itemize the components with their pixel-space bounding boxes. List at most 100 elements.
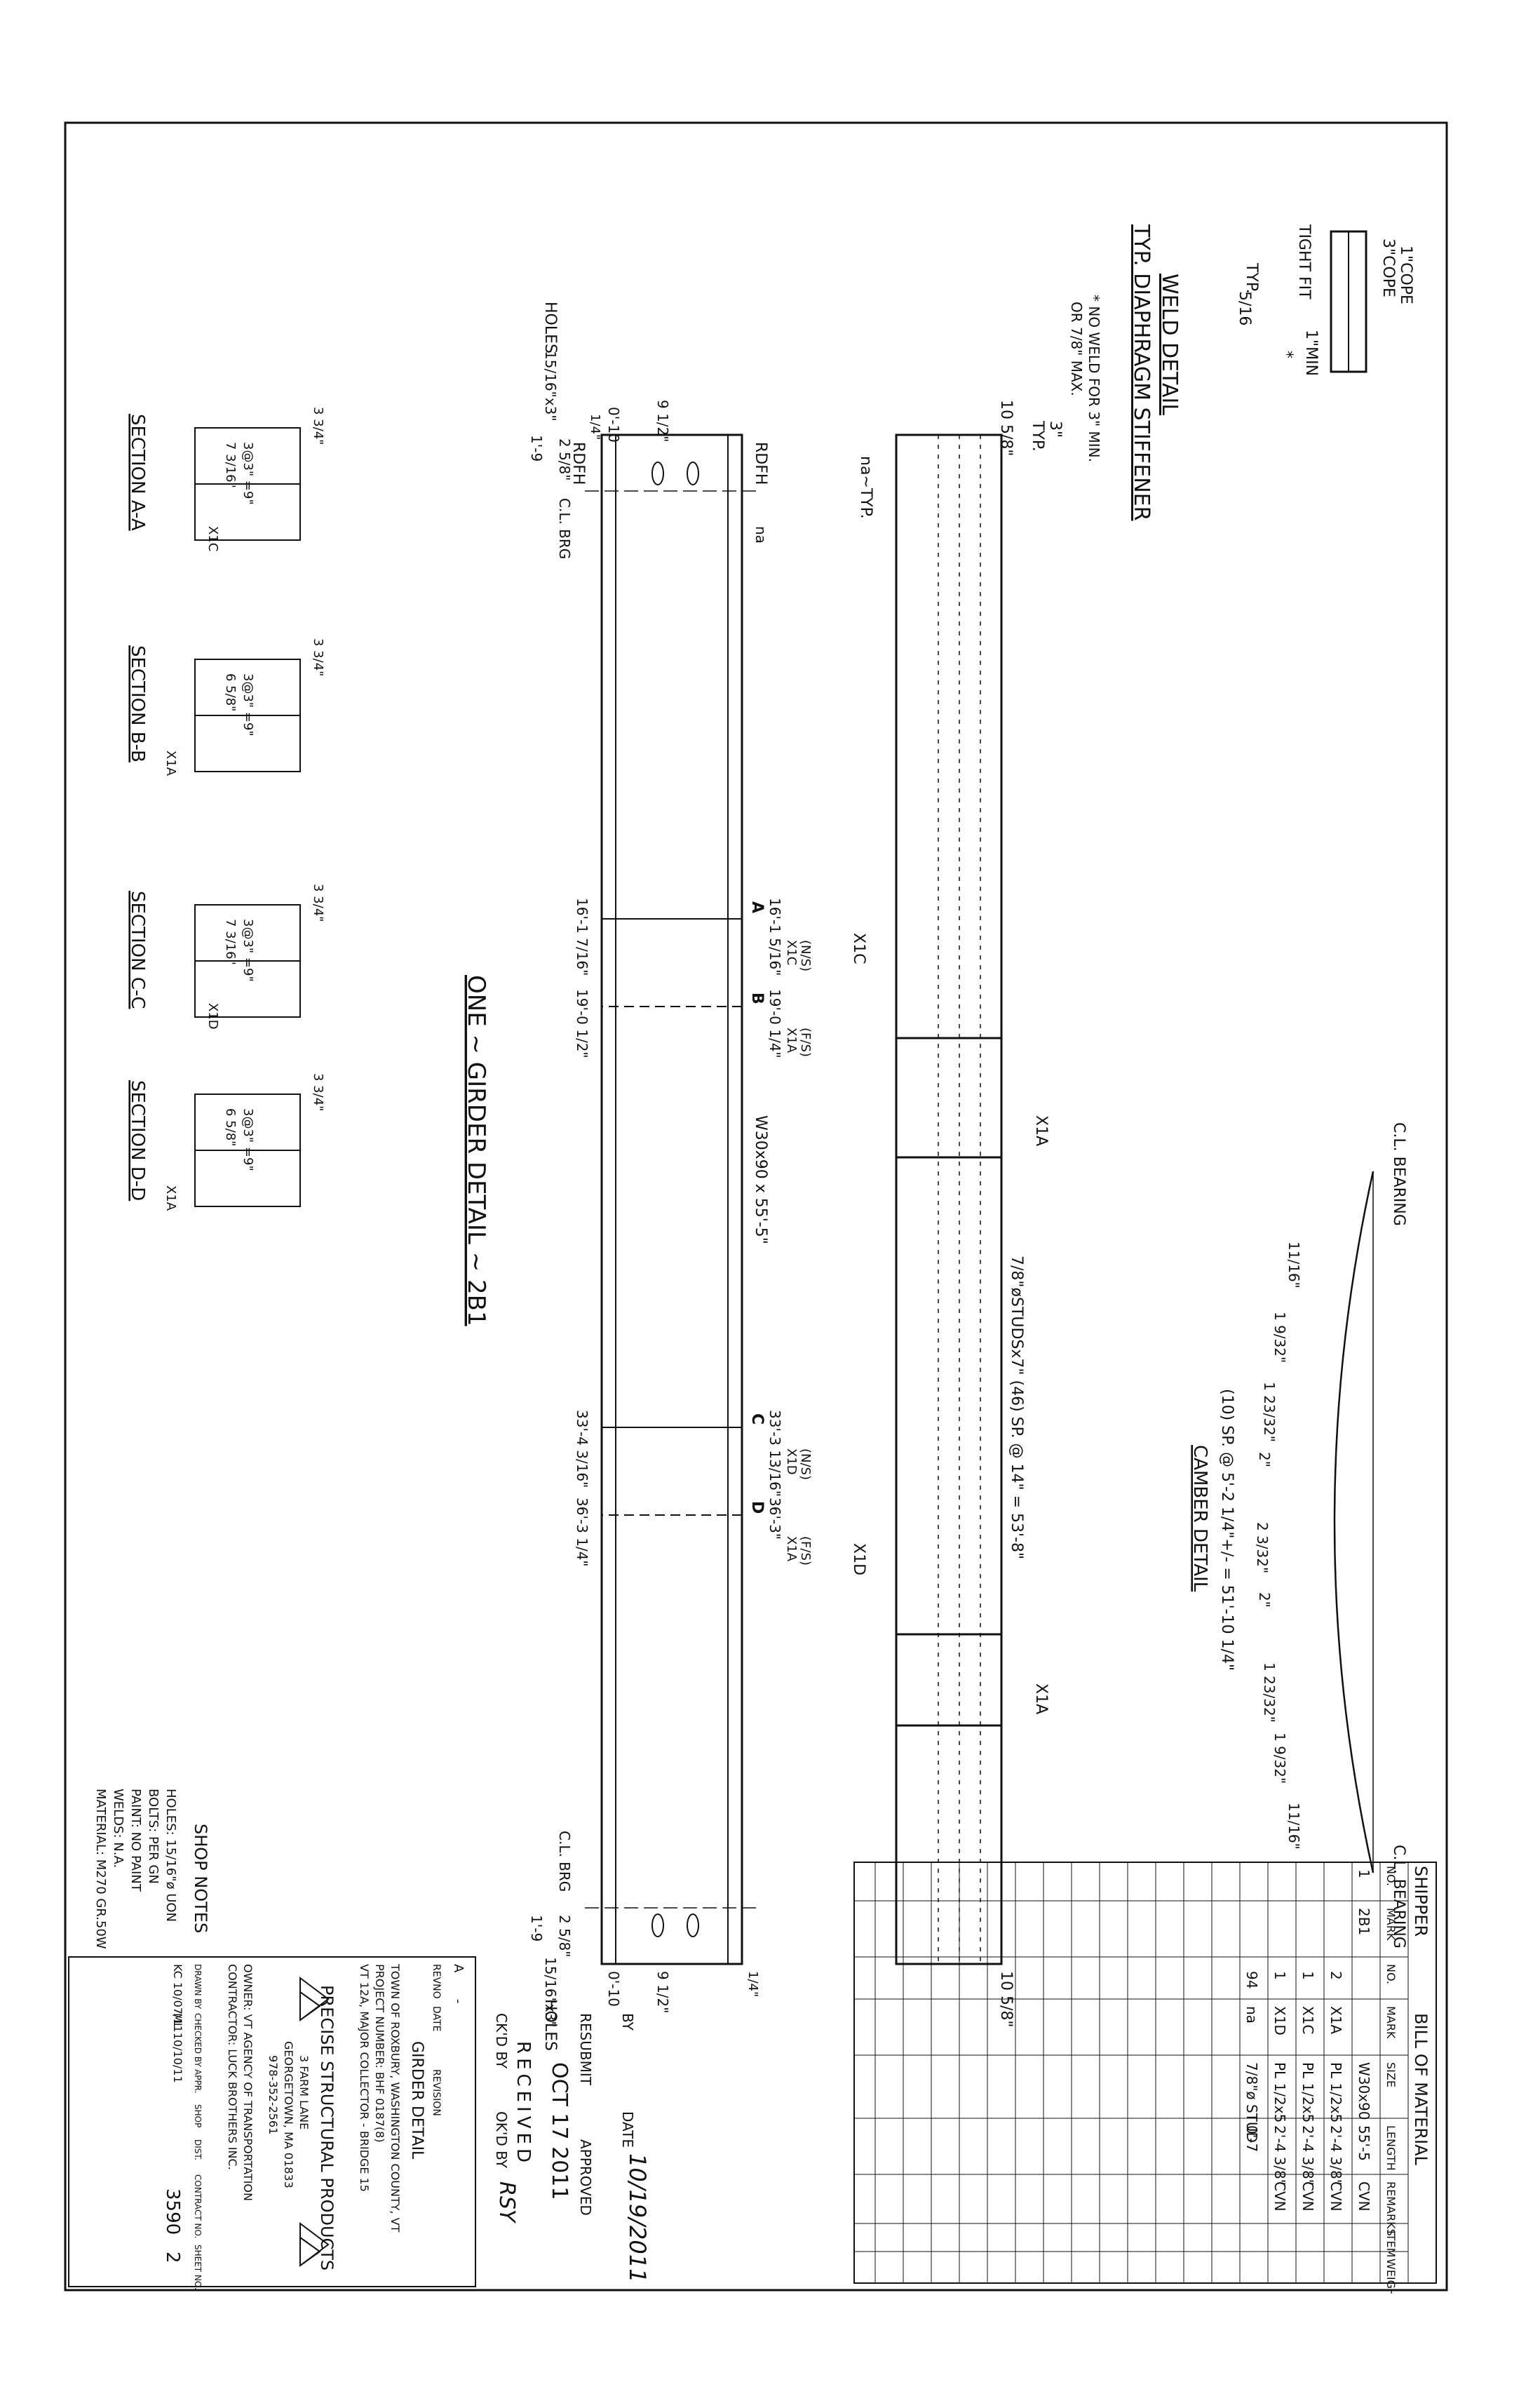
weld-fillet: 5/16 xyxy=(1236,291,1253,325)
section-c-depth: 3 3/4" xyxy=(311,884,325,922)
stud-elevation-outline xyxy=(895,433,1003,1965)
section-b: 3 3/4" 3@3" =9" 6 5/8" X1A SECTION B-B xyxy=(127,638,325,776)
girder-title: ONE ~ GIRDER DETAIL ~ 2B1 xyxy=(462,975,490,1326)
shop-note-2: BOLTS: PER GN xyxy=(146,1789,161,1884)
bill-of-material: SHIPPER BILL OF MATERIAL NO. MARK NO. MA… xyxy=(853,1862,1437,2294)
stud-label-x1a-2: X1A xyxy=(1032,1683,1050,1714)
girder-hole-right-2 xyxy=(687,1913,699,1937)
girder-holes-right: HOLES xyxy=(541,1999,559,2051)
shop-note-1: HOLES: 15/16"ø UON xyxy=(163,1789,178,1922)
foot-h-dist: DIST. xyxy=(193,2139,203,2160)
section-d-spacing: 3@3" =9" xyxy=(241,1108,255,1171)
bom-r2-remarks: CVN xyxy=(1299,2181,1316,2212)
stiffener-d-side: (F/S) xyxy=(798,1536,813,1566)
rev-dash: - xyxy=(451,1999,466,2004)
stiffener-a-bot: 16'-1 7/16" xyxy=(574,898,590,976)
bom-r2-mark: X1C xyxy=(1299,2006,1316,2034)
stiffener-a-callouts: A 16'-1 5/16" 16'-1 7/16" X1C (N/S) xyxy=(574,898,813,976)
bom-r2-length: 2'-4 3/8" xyxy=(1299,2125,1316,2186)
project: PROJECT NUMBER: BHF 0187(8) xyxy=(373,1964,386,2143)
section-b-spacing: 3@3" =9" xyxy=(241,673,255,736)
girder-dim-1-9-left: 1'-9 xyxy=(528,435,545,462)
stud-label-x1a-1: X1A xyxy=(1032,1115,1050,1146)
shop-note-5: MATERIAL: M270 GR.50W xyxy=(93,1789,108,1949)
stiffener-b-piece: X1A xyxy=(784,1028,799,1054)
stamp-ckd-by: CK'D BY xyxy=(493,2013,510,2069)
bom-main-remarks: CVN xyxy=(1356,2181,1372,2212)
weld-cope-1: 1"COPE xyxy=(1397,245,1414,304)
camber-title: CAMBER DETAIL xyxy=(1189,1445,1210,1592)
stiffener-c-mark: C xyxy=(748,1413,766,1425)
camber-value-1: 11/16" xyxy=(1285,1242,1302,1288)
camber-value-2: 1 9/32" xyxy=(1271,1312,1288,1363)
girder-dim-0-10-right: 0'-10 xyxy=(605,1971,622,2007)
weld-min: 1"MIN xyxy=(1302,330,1320,376)
stud-na-typ: na~TYP. xyxy=(857,456,874,519)
stiffener-d-top: 36'-3" xyxy=(766,1498,783,1540)
bom-h-no: NO. xyxy=(1384,1964,1398,1984)
foot-h-contract: CONTRACT NO. xyxy=(193,2174,203,2238)
section-d-piece: X1A xyxy=(163,1185,178,1211)
girder-quarter-left: 1/4" xyxy=(588,414,602,440)
bom-shipper-mark: 2B1 xyxy=(1356,1908,1372,1935)
girder-dim-9-left: 9 1/2" xyxy=(654,400,671,442)
bom-r3-size: PL 1/2x5 xyxy=(1271,2062,1288,2122)
weld-cope-3: 3"COPE xyxy=(1379,238,1397,297)
stud-label-x1d: X1D xyxy=(850,1543,867,1575)
weld-star: * xyxy=(1278,351,1295,358)
stiffener-c-callouts: C 33'-3 13/16" 33'-4 3/16" X1D (N/S) xyxy=(574,1410,813,1497)
weld-detail: TYP. DIAPHRAGM STIFFENER WELD DETAIL 3"C… xyxy=(1068,224,1414,520)
section-b-title: SECTION B-B xyxy=(127,645,148,762)
bom-r3-mark: X1D xyxy=(1271,2006,1288,2036)
girder-na: na xyxy=(752,526,769,544)
bom-h-item: ITEM xyxy=(1384,2230,1398,2257)
girder-hole-left-2 xyxy=(687,462,699,485)
shop-note-4: WELDS: N.A. xyxy=(111,1789,126,1868)
bom-r1-remarks: CVN xyxy=(1328,2181,1344,2212)
contractor: CONTRACTOR: LUCK BROTHERS INC. xyxy=(226,1964,239,2170)
bom-r3-remarks: CVN xyxy=(1271,2181,1288,2212)
weld-detail-title-2: WELD DETAIL xyxy=(1157,274,1182,415)
company-logo-left xyxy=(299,1977,330,2021)
section-d-edge: 6 5/8" xyxy=(223,1108,238,1146)
bom-r3-length: 2'-4 3/8" xyxy=(1271,2125,1288,2186)
stiffener-a-piece: X1C xyxy=(784,940,799,965)
bom-main-length: 55'-5 xyxy=(1356,2125,1372,2161)
stamp-date: OCT 17 2011 xyxy=(547,2062,572,2200)
foot-h-shop: SHOP xyxy=(193,2104,203,2127)
company-logo-right xyxy=(299,2222,330,2267)
stiffener-d-piece: X1A xyxy=(784,1536,799,1562)
stamp-approved: APPROVED xyxy=(577,2139,594,2216)
bom-h-mark: MARK xyxy=(1384,2006,1398,2039)
camber-cl-left: C.L. BEARING xyxy=(1390,1122,1407,1226)
bom-r4-mark: na xyxy=(1243,2006,1260,2024)
stiffener-c-bot: 33'-4 3/16" xyxy=(574,1410,590,1488)
stiffener-c-side: (N/S) xyxy=(798,1448,813,1480)
section-views: 3 3/4" 3@3" =9" 7 3/16" X1C SECTION A-A … xyxy=(127,407,325,1211)
bom-main-size: W30x90 xyxy=(1356,2062,1372,2120)
stiffener-a-side: (N/S) xyxy=(798,940,813,971)
stiffener-d-callouts: D 36'-3" 36'-3 1/4" X1A (F/S) xyxy=(574,1498,813,1567)
stud-end-dim-left: 10 5/8" xyxy=(997,400,1015,457)
title-block: A - REVNO DATE REVISION GIRDER DETAIL TO… xyxy=(68,1956,476,2290)
drawing-canvas: TYP. DIAPHRAGM STIFFENER WELD DETAIL 3"C… xyxy=(64,121,1448,2294)
stud-elevation: 3" TYP. 10 5/8" 10 5/8" na~TYP. X1C X1A … xyxy=(850,400,1064,2028)
girder-holes-left: HOLES xyxy=(541,302,559,354)
bom-r1-no: 2 xyxy=(1328,1971,1344,1980)
section-c-piece: X1D xyxy=(205,1003,220,1030)
address-1: 3 FARM LANE xyxy=(297,2055,311,2129)
girder-dim-9-right: 9 1/2" xyxy=(654,1971,671,2013)
bom-frame xyxy=(853,1862,1437,2284)
contract-number: 3590 xyxy=(162,2188,183,2235)
camber-value-8: 1 9/32" xyxy=(1271,1732,1288,1784)
girder-outline xyxy=(600,433,743,1965)
bom-r4-no: 94 xyxy=(1243,1971,1260,1989)
weld-typ: TYP. xyxy=(1243,262,1260,294)
bom-title: BILL OF MATERIAL xyxy=(1411,2013,1431,2165)
section-a-title: SECTION A-A xyxy=(127,414,148,531)
section-c-title: SECTION C-C xyxy=(127,891,148,1009)
section-c: 3 3/4" 3@3" =9" 7 3/16" X1D SECTION C-C xyxy=(127,884,325,1030)
bom-r1-length: 2'-4 3/8" xyxy=(1328,2125,1344,2186)
bom-shipper: SHIPPER xyxy=(1411,1866,1431,1937)
camber-value-5: 2 3/32" xyxy=(1254,1522,1271,1573)
